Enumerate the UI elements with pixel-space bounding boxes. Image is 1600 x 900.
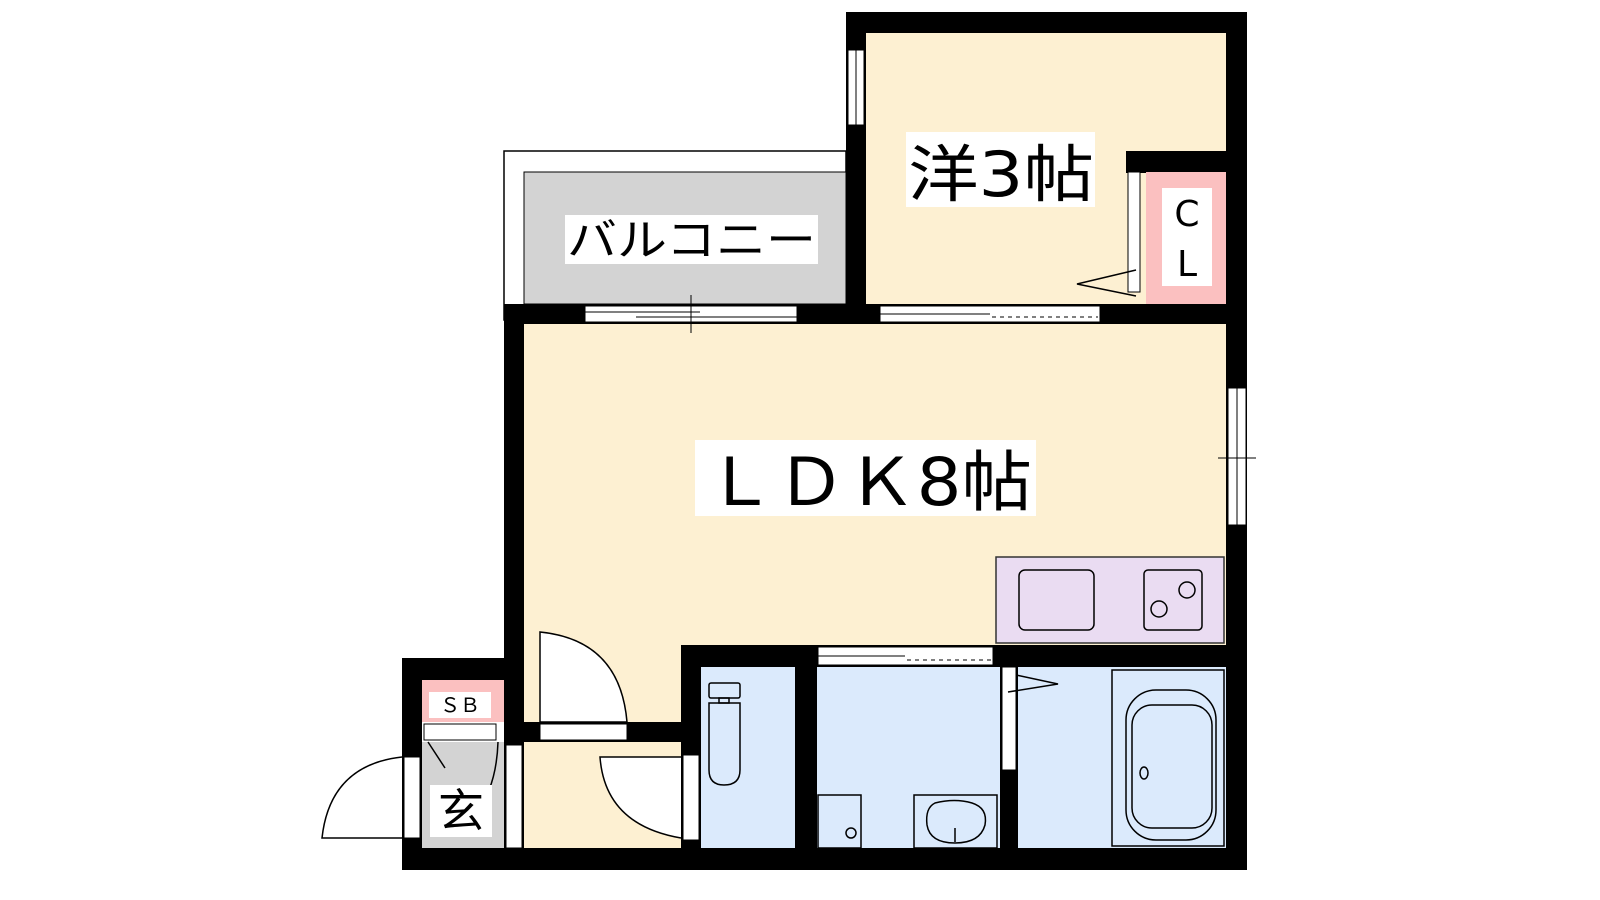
burner-icon — [1178, 581, 1196, 599]
room-label-entrance: 玄 — [438, 784, 484, 838]
room-label-western: 洋3帖 — [908, 138, 1094, 211]
bathtub-icon — [1111, 669, 1225, 847]
room-label-shoe-box: ＳＢ — [440, 693, 480, 717]
door-swings — [321, 269, 1137, 839]
room-label-ldk: ＬＤＫ8帖 — [705, 444, 1032, 521]
bathroom-fill — [1018, 667, 1226, 848]
room-label-balcony: バルコニー — [567, 215, 816, 266]
closet-label-c: C — [1174, 194, 1199, 235]
closet-label-l: L — [1177, 244, 1197, 285]
washroom-fill — [817, 667, 1000, 848]
kitchen-counter — [995, 556, 1225, 644]
sink-icon — [1018, 569, 1095, 631]
toilet-icon — [708, 682, 741, 786]
windows — [403, 49, 1256, 849]
stove-icon — [1143, 569, 1203, 631]
toilet-room-fill — [701, 667, 795, 848]
burner-icon — [1150, 600, 1168, 618]
